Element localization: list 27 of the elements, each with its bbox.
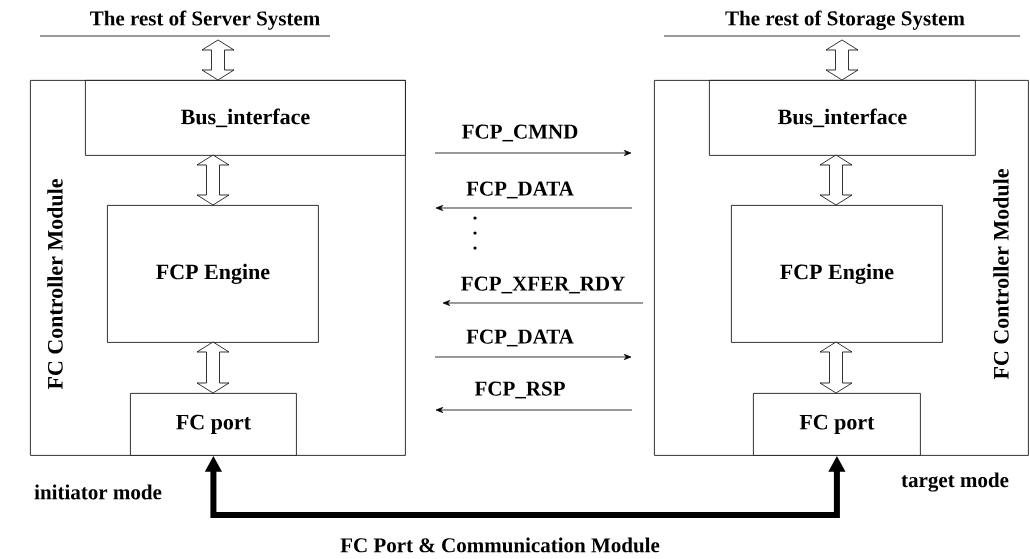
hollow-arrow [196,341,230,394]
hollow-arrow [819,154,853,206]
block-box: Bus_interface [85,80,406,156]
message-arrow [434,150,632,156]
hollow-arrow [819,341,853,394]
message-label: FCP_DATA [466,181,574,199]
block-box: FCP Engine [731,205,943,343]
message-label: FCP_RSP [474,381,565,399]
hollow-arrow [201,39,235,81]
message-label: FCP_XFER_RDY [461,276,625,294]
message-label: FCP_CMND [462,124,578,142]
message-arrow [435,407,633,413]
system-heading: The rest of Server System [39,10,331,37]
message-arrow [434,354,632,360]
message-arrow [435,205,633,211]
block-box: FC port [753,393,921,456]
block-box: FCP Engine [107,205,319,343]
bus-label: FC Port & Communication Module [340,537,660,553]
hollow-arrow [196,154,230,206]
block-box: Bus_interface [709,80,976,156]
block-box: FC port [130,393,297,456]
message-arrow [442,300,644,306]
mode-label: initiator mode [34,484,162,500]
hollow-arrow [825,39,859,81]
mode-label: target mode [901,472,1009,492]
message-label: FCP_DATA [466,329,574,347]
system-heading: The rest of Storage System [663,10,1021,37]
